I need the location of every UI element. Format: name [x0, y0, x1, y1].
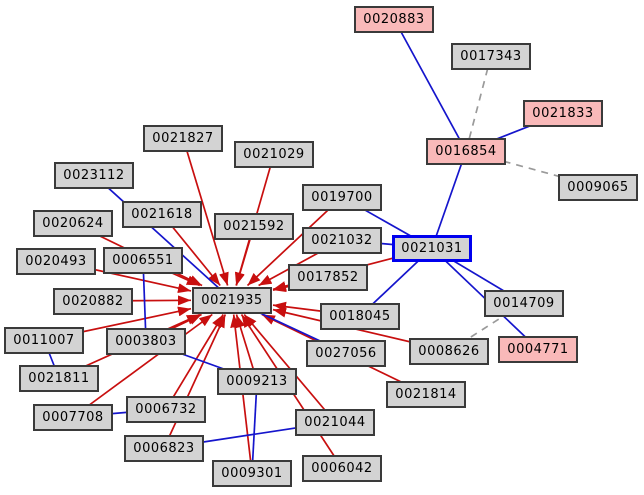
graph-node-0027056[interactable]: 0027056: [306, 339, 386, 367]
edge-0016854-0009065: [465, 150, 599, 188]
node-label: 0006042: [311, 460, 373, 476]
node-label: 0021044: [304, 414, 366, 430]
node-label: 0021031: [401, 240, 463, 256]
node-label: 0021032: [311, 232, 373, 248]
graph-node-0020493[interactable]: 0020493: [16, 247, 96, 275]
graph-node-0021032[interactable]: 0021032: [302, 226, 382, 254]
edge-0009213-0009301: [251, 380, 258, 474]
node-label: 0004771: [507, 341, 569, 357]
graph-node-0016854[interactable]: 0016854: [426, 137, 506, 165]
node-label: 0021814: [395, 386, 457, 402]
graph-node-0021814[interactable]: 0021814: [386, 380, 466, 408]
node-label: 0020624: [42, 215, 104, 231]
edge-0021827-0021935: [182, 137, 229, 286]
graph-node-0019700[interactable]: 0019700: [302, 183, 382, 211]
node-label: 0008626: [418, 343, 480, 359]
graph-node-0009301[interactable]: 0009301: [212, 459, 292, 487]
node-label: 0021029: [243, 146, 305, 162]
node-label: 0020882: [62, 293, 124, 309]
graph-node-0021592[interactable]: 0021592: [214, 212, 294, 240]
graph-node-0020624[interactable]: 0020624: [33, 209, 113, 237]
node-label: 0009213: [226, 373, 288, 389]
graph-node-0006823[interactable]: 0006823: [124, 434, 204, 462]
edge-0017343-0016854: [465, 55, 492, 152]
edge-0016854-0021031: [431, 150, 467, 249]
node-label: 0009065: [567, 179, 629, 195]
graph-node-0003803[interactable]: 0003803: [106, 327, 186, 355]
graph-node-0021044[interactable]: 0021044: [295, 408, 375, 436]
graph-node-0007708[interactable]: 0007708: [33, 403, 113, 431]
edge-0023112-0021935: [93, 174, 233, 301]
node-label: 0006732: [135, 401, 197, 417]
node-label: 0017852: [297, 269, 359, 285]
graph-node-0021827[interactable]: 0021827: [143, 124, 223, 152]
node-label: 0018045: [329, 308, 391, 324]
edge-0019700-0021935: [246, 196, 343, 287]
node-label: 0009301: [221, 465, 283, 481]
node-label: 0027056: [315, 345, 377, 361]
node-label: 0021811: [28, 370, 90, 386]
graph-node-0021029[interactable]: 0021029: [234, 140, 314, 168]
edge-0020883-0016854: [393, 18, 467, 152]
node-label: 0021618: [131, 206, 193, 222]
node-label: 0021827: [152, 130, 214, 146]
graph-node-0009065[interactable]: 0009065: [558, 173, 638, 201]
node-label: 0006551: [112, 252, 174, 268]
node-label: 0006823: [133, 440, 195, 456]
edge-0006732-0021935: [165, 314, 224, 410]
graph-node-0008626[interactable]: 0008626: [409, 337, 489, 365]
graph-node-0017343[interactable]: 0017343: [451, 42, 531, 70]
graph-node-0017852[interactable]: 0017852: [288, 263, 368, 291]
graph-node-0021031[interactable]: 0021031: [392, 234, 472, 262]
graph-node-0014709[interactable]: 0014709: [484, 289, 564, 317]
node-label: 0020883: [363, 11, 425, 27]
graph-node-0021833[interactable]: 0021833: [523, 99, 603, 127]
graph-node-0018045[interactable]: 0018045: [320, 302, 400, 330]
graph-node-0011007[interactable]: 0011007: [4, 326, 84, 354]
graph-node-0023112[interactable]: 0023112: [54, 161, 134, 189]
edge-0007708-0021935: [72, 313, 213, 418]
node-label: 0016854: [435, 143, 497, 159]
graph-node-0006042[interactable]: 0006042: [302, 454, 382, 482]
node-label: 0007708: [42, 409, 104, 425]
node-label: 0021833: [532, 105, 594, 121]
node-label: 0003803: [115, 333, 177, 349]
graph-node-0006551[interactable]: 0006551: [103, 246, 183, 274]
graph-node-0021618[interactable]: 0021618: [122, 200, 202, 228]
node-label: 0017343: [460, 48, 522, 64]
graph-node-0020882[interactable]: 0020882: [53, 287, 133, 315]
node-label: 0021592: [223, 218, 285, 234]
node-label: 0020493: [25, 253, 87, 269]
graph-node-0020883[interactable]: 0020883: [354, 5, 434, 33]
graph-node-0004771[interactable]: 0004771: [498, 335, 578, 363]
node-label: 0021935: [201, 292, 263, 308]
node-label: 0023112: [63, 167, 125, 183]
node-label: 0014709: [493, 295, 555, 311]
graph-node-0021935[interactable]: 0021935: [192, 286, 272, 314]
node-label: 0019700: [311, 189, 373, 205]
graph-node-0021811[interactable]: 0021811: [19, 364, 99, 392]
graph-node-0009213[interactable]: 0009213: [217, 367, 297, 395]
node-label: 0011007: [13, 332, 75, 348]
graph-node-0006732[interactable]: 0006732: [126, 395, 206, 423]
edge-0006823-0021935: [163, 314, 227, 449]
